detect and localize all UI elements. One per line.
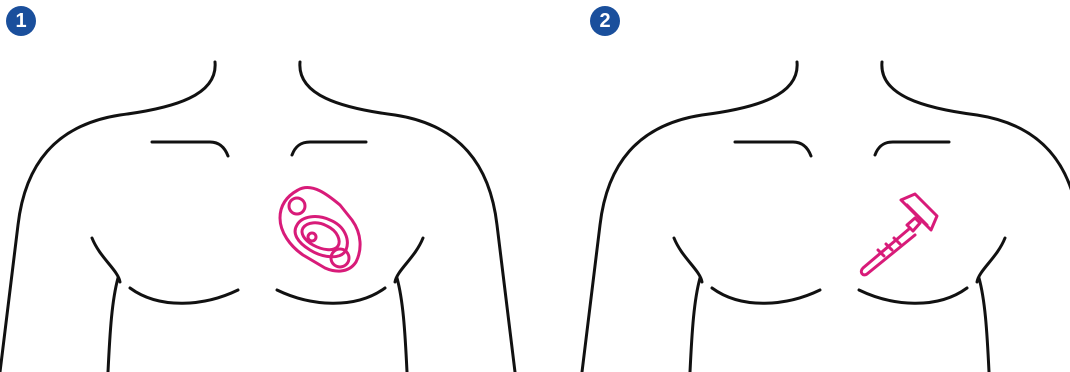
step-2-panel: 2	[535, 0, 1070, 372]
razor-icon	[535, 0, 1070, 372]
ecg-patch-icon	[0, 0, 535, 372]
step-1-panel: 1	[0, 0, 535, 372]
